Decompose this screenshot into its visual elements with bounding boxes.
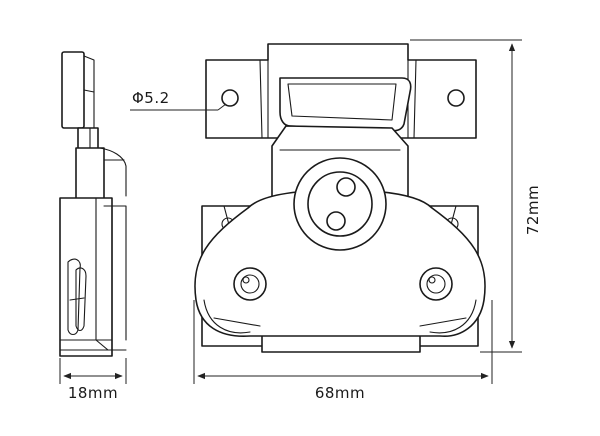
height-dimension: 72mm — [410, 39, 542, 353]
rivet-left — [233, 267, 267, 301]
depth-dimension: 18mm — [59, 358, 127, 402]
height-label: 72mm — [524, 185, 542, 235]
width-label: 68mm — [315, 384, 365, 402]
front-view — [194, 43, 486, 353]
rivet-right — [419, 267, 453, 301]
hole-diameter-callout: Φ5.2 — [130, 89, 227, 111]
side-view — [59, 51, 127, 357]
mounting-hole-right — [447, 89, 465, 107]
depth-label: 18mm — [68, 384, 118, 402]
hole-diameter-label: Φ5.2 — [132, 89, 170, 107]
mounting-hole-left — [221, 89, 239, 107]
width-dimension: 68mm — [193, 300, 493, 402]
